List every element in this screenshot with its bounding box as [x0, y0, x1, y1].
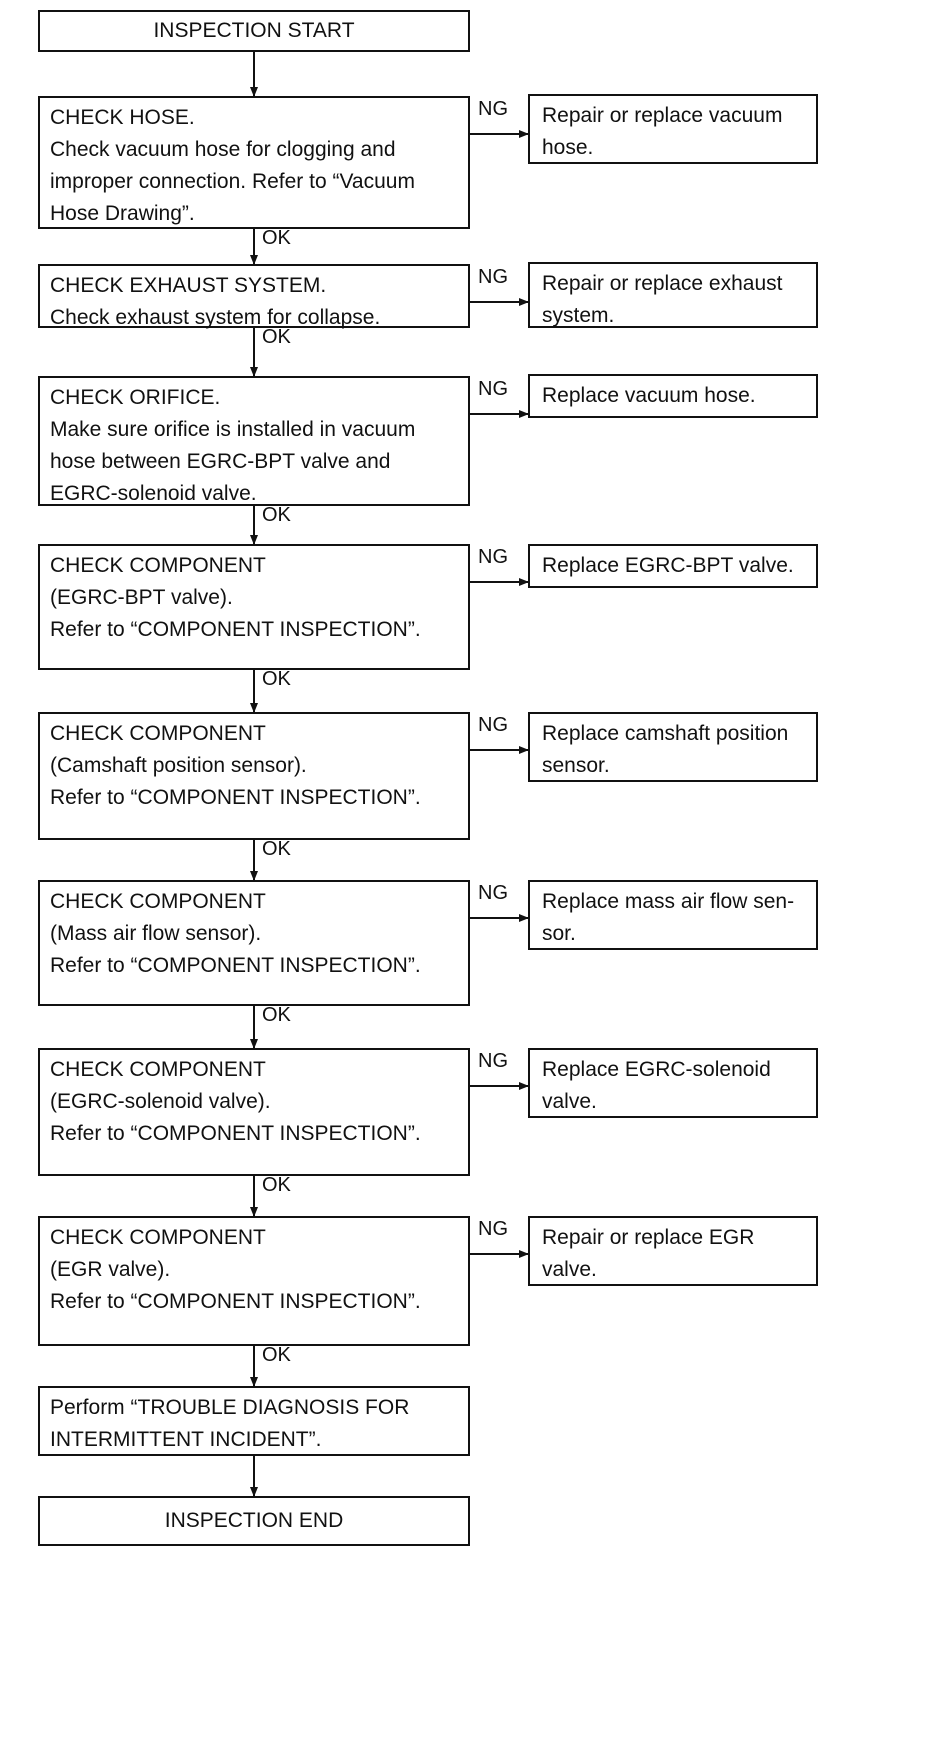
check-step-line: Check exhaust system for collapse.: [50, 306, 381, 329]
check-step-box: CHECK EXHAUST SYSTEM. Check exhaust syste…: [38, 264, 470, 329]
check-step-box: CHECK COMPONENT (Camshaft position sensor…: [38, 712, 470, 840]
ng-action-line: sensor.: [542, 754, 610, 777]
ng-action-box: Repair or replace EGR valve.: [528, 1216, 818, 1286]
ng-action-line: Replace vacuum hose.: [542, 384, 756, 407]
check-step-box: CHECK COMPONENT (EGRC-BPT valve). Refer to…: [38, 544, 470, 670]
check-step-line: (Mass air flow sensor).: [50, 922, 262, 945]
ng-action-line: Replace EGRC-BPT valve.: [542, 554, 794, 577]
check-step-box: CHECK COMPONENT (Mass air flow sensor). Re…: [38, 880, 470, 1006]
inspection-start-label: INSPECTION START: [153, 19, 355, 42]
check-step-box: CHECK HOSE. Check vacuum hose for cloggin…: [38, 96, 470, 229]
check-step-line: CHECK HOSE.: [50, 106, 195, 129]
check-step-line: improper connection. Refer to “Vacuum: [50, 170, 415, 193]
ng-action-line: Repair or replace EGR: [542, 1226, 755, 1249]
check-step-line: CHECK COMPONENT: [50, 722, 266, 745]
check-step-line: Make sure orifice is installed in vacuum: [50, 418, 416, 441]
ng-action-box: Replace EGRC-solenoid valve.: [528, 1048, 818, 1118]
ng-action-box: Replace EGRC-BPT valve.: [528, 544, 818, 588]
ng-action-box: Repair or replace vacuum hose.: [528, 94, 818, 164]
ng-action-box: Replace vacuum hose.: [528, 374, 818, 418]
ok-label: OK: [262, 668, 291, 690]
check-step-line: Refer to “COMPONENT INSPECTION”.: [50, 786, 421, 809]
ng-label: NG: [478, 546, 508, 568]
check-step-line: Check vacuum hose for clogging and: [50, 138, 396, 161]
ng-label: NG: [478, 1218, 508, 1240]
ng-action-line: Replace EGRC-solenoid: [542, 1058, 771, 1081]
ok-label: OK: [262, 326, 291, 348]
ng-action-line: Repair or replace exhaust: [542, 272, 783, 295]
check-step-line: (EGR valve).: [50, 1258, 171, 1281]
ng-action-line: Replace mass air flow sen-: [542, 890, 795, 913]
final-step-line: INTERMITTENT INCIDENT”.: [50, 1428, 322, 1451]
check-step-line: CHECK COMPONENT: [50, 1058, 266, 1081]
ok-label: OK: [262, 1344, 291, 1366]
ng-label: NG: [478, 266, 508, 288]
inspection-end-box: INSPECTION END: [38, 1496, 470, 1546]
check-step-line: CHECK COMPONENT: [50, 1226, 266, 1249]
ng-action-line: hose.: [542, 136, 594, 159]
check-step-line: CHECK ORIFICE.: [50, 386, 221, 409]
check-step-line: Hose Drawing”.: [50, 202, 195, 225]
ng-action-box: Replace camshaft position sensor.: [528, 712, 818, 782]
ng-action-line: valve.: [542, 1258, 597, 1281]
final-step-line: Perform “TROUBLE DIAGNOSIS FOR: [50, 1396, 410, 1419]
check-step-box: CHECK ORIFICE. Make sure orifice is insta…: [38, 376, 470, 506]
ok-label: OK: [262, 1004, 291, 1026]
inspection-start-box: INSPECTION START: [38, 10, 470, 52]
ng-action-line: Replace camshaft position: [542, 722, 789, 745]
check-step-line: CHECK EXHAUST SYSTEM.: [50, 274, 327, 297]
check-step-line: Refer to “COMPONENT INSPECTION”.: [50, 1290, 421, 1313]
ng-action-line: valve.: [542, 1090, 597, 1113]
inspection-end-label: INSPECTION END: [164, 1509, 344, 1532]
ng-action-box: Replace mass air flow sen-sor.: [528, 880, 818, 950]
ok-label: OK: [262, 1174, 291, 1196]
ok-label: OK: [262, 504, 291, 526]
ng-action-line: system.: [542, 304, 615, 327]
check-step-line: hose between EGRC-BPT valve and: [50, 450, 391, 473]
ng-action-box: Repair or replace exhaust system.: [528, 262, 818, 328]
check-step-box: CHECK COMPONENT (EGR valve). Refer to “COM…: [38, 1216, 470, 1346]
ok-label: OK: [262, 838, 291, 860]
ng-label: NG: [478, 98, 508, 120]
check-step-line: EGRC-solenoid valve.: [50, 482, 257, 505]
check-step-line: Refer to “COMPONENT INSPECTION”.: [50, 954, 421, 977]
check-step-line: CHECK COMPONENT: [50, 554, 266, 577]
check-step-line: (EGRC-solenoid valve).: [50, 1090, 271, 1113]
ng-action-line: Repair or replace vacuum: [542, 104, 783, 127]
check-step-line: Refer to “COMPONENT INSPECTION”.: [50, 1122, 421, 1145]
ng-label: NG: [478, 882, 508, 904]
ng-label: NG: [478, 714, 508, 736]
ng-action-line: sor.: [542, 922, 576, 945]
check-step-box: CHECK COMPONENT (EGRC-solenoid valve). Ref…: [38, 1048, 470, 1176]
check-step-line: (Camshaft position sensor).: [50, 754, 307, 777]
final-step-box: Perform “TROUBLE DIAGNOSIS FOR INTERMITT…: [38, 1386, 470, 1456]
ng-label: NG: [478, 1050, 508, 1072]
check-step-line: CHECK COMPONENT: [50, 890, 266, 913]
check-step-line: (EGRC-BPT valve).: [50, 586, 233, 609]
check-step-line: Refer to “COMPONENT INSPECTION”.: [50, 618, 421, 641]
ok-label: OK: [262, 227, 291, 249]
ng-label: NG: [478, 378, 508, 400]
